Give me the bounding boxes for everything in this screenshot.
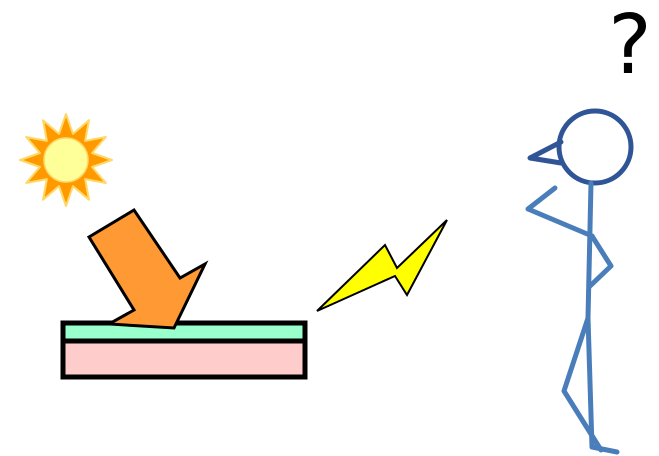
sun-core: [44, 138, 88, 182]
lightning-bolt-icon: [317, 220, 447, 311]
leg-right: [588, 318, 617, 452]
sun-icon: [20, 114, 112, 206]
device: [63, 323, 305, 377]
torso: [588, 183, 591, 318]
arm-upper: [528, 188, 592, 236]
down-right-arrow-icon: [89, 210, 205, 328]
head: [559, 111, 631, 183]
device-top-layer: [63, 323, 305, 341]
question-mark: ?: [602, 0, 658, 94]
nose: [530, 142, 561, 163]
stick-figure-icon: [528, 111, 631, 452]
arm-lower: [589, 236, 611, 287]
device-bottom-layer: [63, 341, 305, 377]
leg-left: [564, 318, 601, 450]
